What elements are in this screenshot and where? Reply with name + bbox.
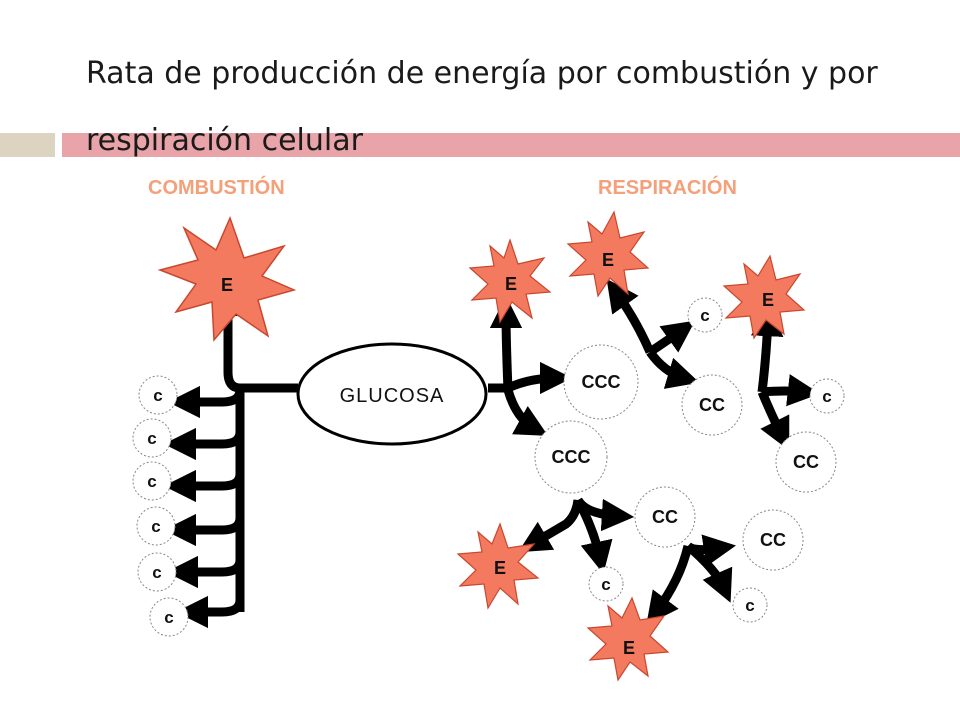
svg-text:c: c bbox=[151, 517, 160, 536]
cc-molecule: CC bbox=[681, 374, 743, 436]
combustion-group: c c c c c c E bbox=[132, 215, 298, 637]
c-molecule: c bbox=[809, 378, 845, 414]
combustion-c-arrow bbox=[167, 385, 245, 419]
energy-burst: E bbox=[468, 238, 552, 324]
svg-text:E: E bbox=[221, 275, 233, 295]
c-molecule: c bbox=[136, 506, 176, 546]
cc-molecule: CC bbox=[775, 431, 837, 493]
energy-burst: E bbox=[157, 215, 297, 342]
title-band-left bbox=[0, 133, 55, 157]
combustion-header: COMBUSTIÓN bbox=[148, 175, 285, 199]
respiration-arrow bbox=[757, 390, 790, 451]
svg-text:CC: CC bbox=[760, 530, 786, 550]
svg-text:E: E bbox=[623, 638, 635, 658]
respiration-arrow bbox=[646, 544, 693, 625]
energy-burst: E bbox=[722, 254, 806, 340]
combustion-energy-arrow bbox=[211, 283, 298, 393]
c-molecule: c bbox=[687, 297, 723, 333]
svg-text:c: c bbox=[601, 575, 610, 594]
svg-text:c: c bbox=[700, 306, 709, 325]
combustion-c-arrow bbox=[165, 555, 245, 589]
glucose-label: GLUCOSA bbox=[340, 385, 445, 407]
c-molecule: c bbox=[732, 587, 768, 623]
cc-molecule: CC bbox=[742, 509, 804, 571]
svg-text:E: E bbox=[602, 250, 614, 270]
svg-text:c: c bbox=[153, 386, 162, 405]
svg-text:CCC: CCC bbox=[582, 372, 621, 392]
respiration-arrow bbox=[489, 295, 523, 391]
c-molecule: c bbox=[588, 566, 624, 602]
ccc-molecule: CCC bbox=[534, 420, 608, 494]
energy-burst: E bbox=[586, 596, 670, 682]
respiration-arrow bbox=[761, 374, 821, 407]
svg-text:E: E bbox=[505, 274, 517, 294]
svg-text:c: c bbox=[147, 429, 156, 448]
slide-title: Rata de producción de energía por combus… bbox=[86, 56, 878, 158]
c-molecule: c bbox=[138, 375, 178, 415]
respiration-group: CCC CCC CC CC CC CC c c bbox=[456, 210, 845, 682]
title-band-right bbox=[62, 133, 960, 157]
combustion-c-arrow bbox=[175, 595, 245, 629]
combustion-c-arrow bbox=[163, 427, 245, 461]
energy-burst: E bbox=[456, 522, 540, 610]
svg-text:CC: CC bbox=[699, 395, 725, 415]
respiration-arrow bbox=[685, 542, 733, 603]
svg-text:c: c bbox=[822, 387, 831, 406]
svg-text:CC: CC bbox=[793, 452, 819, 472]
svg-text:CC: CC bbox=[652, 507, 678, 527]
respiration-arrow bbox=[518, 499, 583, 553]
combustion-c-arrow bbox=[163, 469, 245, 503]
respiration-arrow bbox=[506, 361, 573, 395]
ccc-molecule: CCC bbox=[563, 344, 639, 420]
respiration-arrow bbox=[503, 388, 549, 436]
svg-text:CCC: CCC bbox=[552, 447, 591, 467]
c-molecule: c bbox=[149, 597, 189, 637]
glucose-node: GLUCOSA bbox=[296, 342, 488, 446]
svg-text:E: E bbox=[762, 290, 774, 310]
cc-molecule: CC bbox=[634, 486, 696, 548]
respiration-arrow bbox=[606, 278, 655, 354]
respiration-header: RESPIRACIÓN bbox=[598, 175, 737, 199]
svg-text:c: c bbox=[745, 596, 754, 615]
c-molecule: c bbox=[132, 418, 172, 458]
combustion-c-arrow bbox=[163, 513, 245, 547]
c-molecule: c bbox=[132, 461, 172, 501]
c-molecule: c bbox=[137, 552, 177, 592]
svg-text:c: c bbox=[147, 472, 156, 491]
svg-text:E: E bbox=[494, 558, 506, 578]
respiration-arrow bbox=[647, 320, 696, 356]
svg-text:c: c bbox=[164, 608, 173, 627]
svg-text:c: c bbox=[152, 563, 161, 582]
respiration-arrow bbox=[574, 497, 613, 574]
respiration-arrow bbox=[751, 303, 784, 393]
respiration-arrow bbox=[646, 349, 700, 389]
energy-burst: E bbox=[566, 210, 650, 298]
